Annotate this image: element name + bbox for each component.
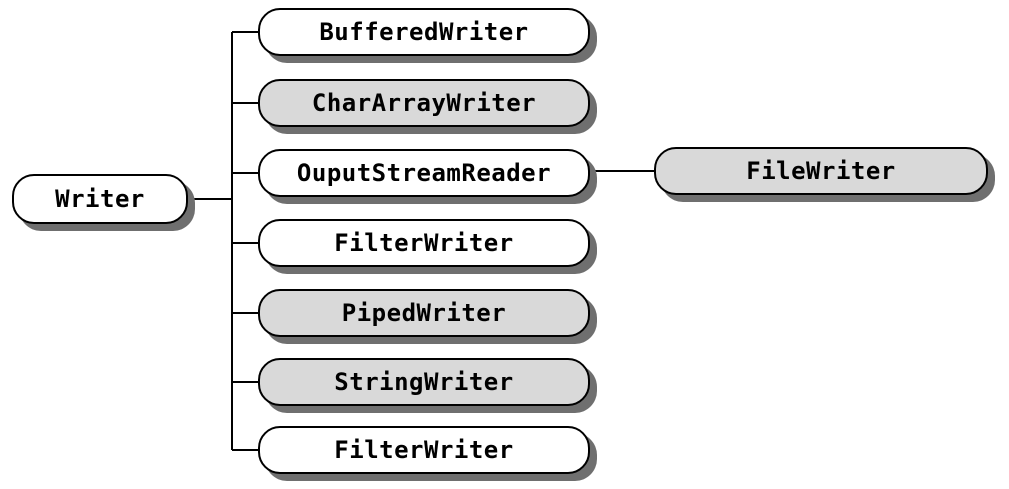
node-filewriter: FileWriter [654,147,988,195]
node-label: Writer [55,185,145,213]
node-label: OuputStreamReader [296,159,552,187]
node-bufferedwriter: BufferedWriter [258,8,590,56]
node-label: FilterWriter [334,229,514,257]
node-pipedwriter: PipedWriter [258,289,590,337]
node-filterwriter-2: FilterWriter [258,426,590,474]
node-chararraywriter: CharArrayWriter [258,79,590,127]
node-filterwriter-1: FilterWriter [258,219,590,267]
node-label: FileWriter [746,157,896,185]
node-label: StringWriter [334,368,514,396]
node-writer: Writer [12,174,188,224]
node-label: PipedWriter [341,299,507,327]
node-ouputstreamreader: OuputStreamReader [258,149,590,197]
node-stringwriter: StringWriter [258,358,590,406]
node-label: FilterWriter [334,436,514,464]
node-label: BufferedWriter [319,18,529,46]
node-label: CharArrayWriter [311,89,537,117]
